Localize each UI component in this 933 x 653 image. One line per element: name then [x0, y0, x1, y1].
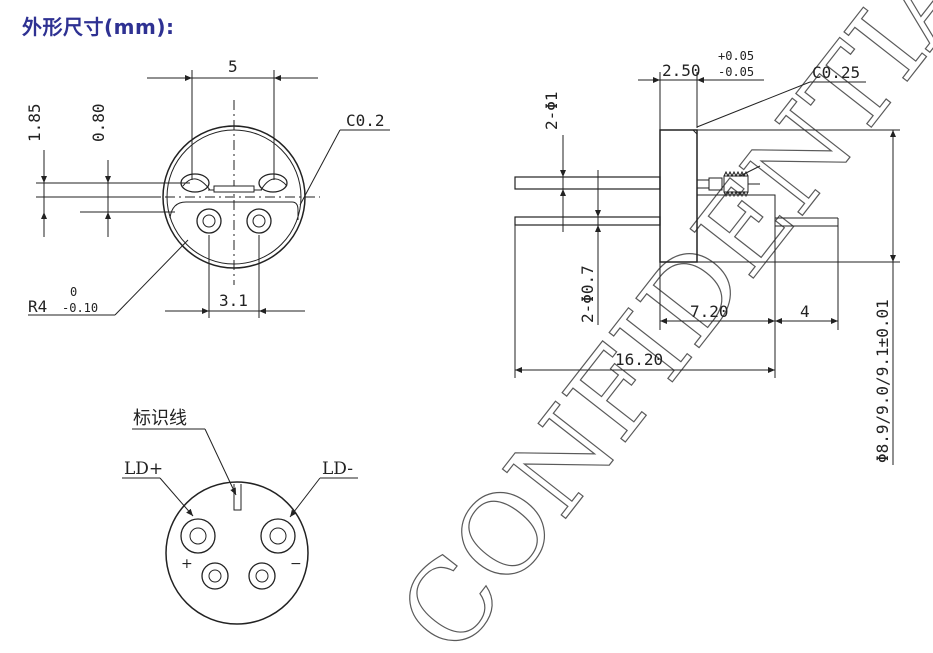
watermark: CONFIDENTIAL: [374, 0, 933, 653]
svg-text:0.80: 0.80: [89, 103, 108, 142]
svg-text:2-Φ1: 2-Φ1: [542, 91, 561, 130]
svg-text:+0.05: +0.05: [718, 49, 754, 63]
svg-text:1.85: 1.85: [25, 103, 44, 142]
svg-text:标识线: 标识线: [133, 408, 187, 429]
side-view: 2.50 +0.05 -0.05 C0.25 2-Φ1 2-Φ0.7 7.20 …: [514, 49, 900, 465]
svg-text:2.50: 2.50: [662, 61, 701, 80]
svg-text:-0.10: -0.10: [62, 301, 98, 315]
svg-text:7.20: 7.20: [690, 302, 729, 321]
svg-text:LD-: LD-: [322, 459, 353, 479]
svg-text:C0.25: C0.25: [812, 63, 860, 82]
svg-text:−: −: [290, 556, 302, 572]
svg-text:4: 4: [800, 302, 810, 321]
svg-text:Φ8.9/9.0/9.1±0.01: Φ8.9/9.0/9.1±0.01: [873, 299, 892, 463]
svg-text:3.1: 3.1: [219, 291, 248, 310]
front-view: 5 1.85 0.80 C0.2 R4 0 -0.10 3.1: [25, 57, 390, 318]
svg-text:+: +: [181, 556, 193, 572]
pinout-view: 标识线 LD+ LD- + −: [122, 408, 358, 625]
page-title: 外形尺寸(mm):: [22, 15, 175, 39]
svg-text:C0.2: C0.2: [346, 111, 385, 130]
svg-text:5: 5: [228, 57, 238, 76]
svg-text:-0.05: -0.05: [718, 65, 754, 79]
svg-text:CONFIDENTIAL: CONFIDENTIAL: [375, 0, 933, 653]
svg-text:0: 0: [70, 285, 77, 299]
svg-text:R4: R4: [28, 297, 47, 316]
svg-text:2-Φ0.7: 2-Φ0.7: [578, 265, 597, 323]
svg-text:16.20: 16.20: [615, 350, 663, 369]
svg-text:LD+: LD+: [124, 459, 163, 479]
